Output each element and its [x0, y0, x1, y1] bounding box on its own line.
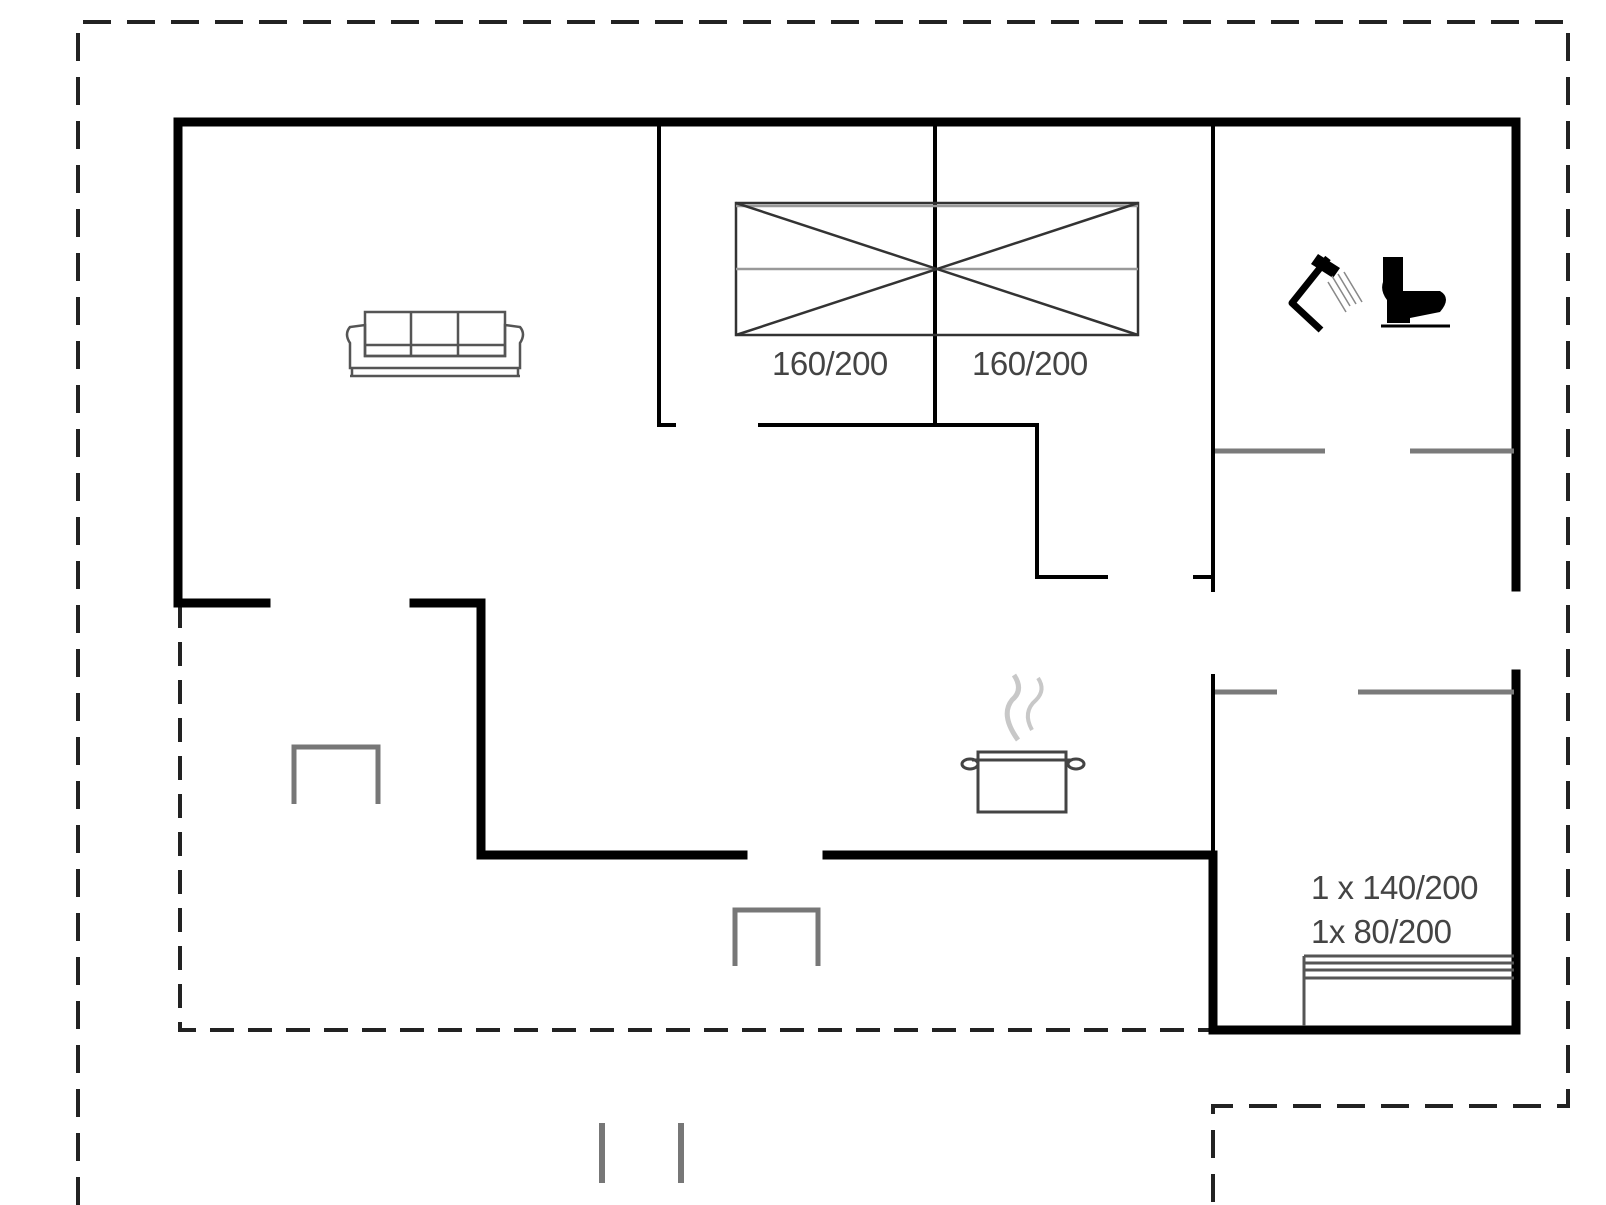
bed-size-label-line1: 1 x 140/200 [1311, 869, 1478, 906]
plot-boundary [76, 20, 1570, 1205]
bed-size-label-left: 160/200 [772, 345, 888, 382]
double-bed [734, 201, 1140, 337]
interior-walls [657, 126, 1215, 855]
terrace-outline [178, 604, 1211, 1032]
terrace-furniture [291, 744, 821, 966]
bed-size-label-line2: 1x 80/200 [1311, 913, 1452, 950]
entrance-steps [599, 1123, 684, 1183]
bed-size-label-right: 160/200 [972, 345, 1088, 382]
sofa-icon [345, 310, 525, 378]
cooking-pot-icon [960, 673, 1086, 814]
toilet-icon [1381, 257, 1450, 328]
exterior-walls [173, 117, 1521, 1035]
bunk-beds [1302, 954, 1514, 1026]
light-partitions [1215, 448, 1514, 695]
shower-icon [1288, 254, 1363, 333]
